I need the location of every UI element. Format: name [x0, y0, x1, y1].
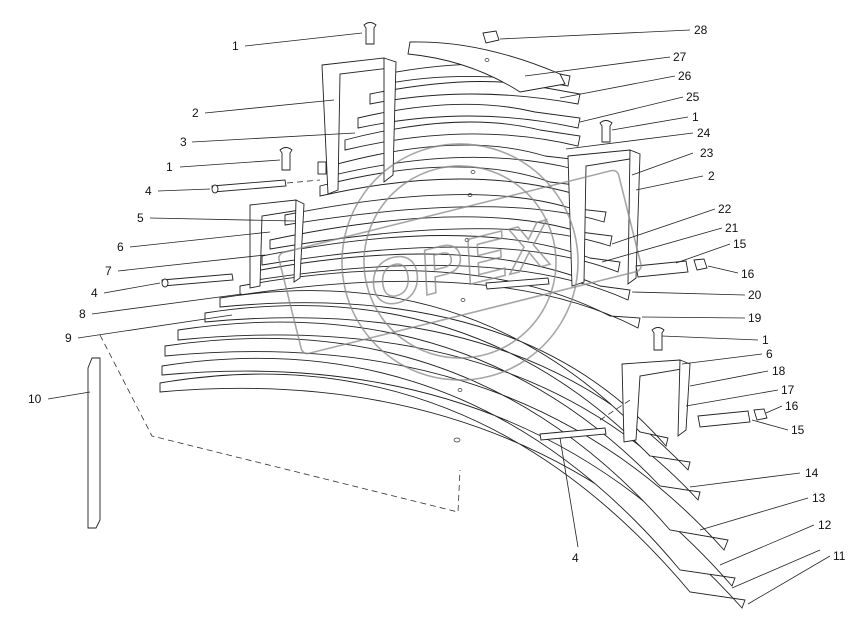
callout-14: 14: [805, 466, 819, 480]
callout-16: 16: [785, 399, 799, 413]
leaf-25: [357, 103, 581, 129]
leaf-11: [159, 373, 746, 609]
rod-10: [87, 357, 101, 529]
callout-8: 8: [79, 307, 86, 321]
callout-6: 6: [766, 347, 773, 361]
nut-16a: [693, 258, 708, 271]
rivets: [279, 22, 665, 351]
clamp-side: [677, 359, 691, 437]
callout-7: 7: [105, 264, 112, 278]
bushing-15a: [635, 260, 689, 278]
hole: [460, 298, 466, 302]
clamp-side: [293, 199, 305, 283]
leaf-22: [269, 216, 613, 250]
hole: [470, 170, 476, 174]
bushings-nuts: [635, 258, 768, 428]
callout-6: 6: [117, 240, 124, 254]
bolt-4b: [161, 273, 234, 287]
callout-16: 16: [741, 267, 755, 281]
callout-15: 15: [733, 237, 747, 251]
bolt-4a-head: [211, 184, 219, 194]
rivet-1a: [363, 22, 377, 45]
callout-9: 9: [65, 331, 72, 345]
callout-2: 2: [708, 169, 715, 183]
bolt-4d: [485, 277, 550, 290]
callout-17: 17: [781, 383, 795, 397]
callout-13: 13: [812, 491, 826, 505]
callout-1: 1: [692, 110, 699, 124]
nut-28: [482, 30, 500, 44]
leaf-stack: [159, 194, 746, 609]
callout-28: 28: [694, 23, 708, 37]
bolts: [161, 179, 607, 441]
leaf-24: [344, 121, 581, 151]
leaf-27: [407, 41, 566, 93]
callout-1: 1: [762, 333, 769, 347]
leader-lines: [47, 29, 831, 605]
callout-4: 4: [572, 551, 579, 565]
callout-2: 2: [192, 106, 199, 120]
rivet-1b: [279, 147, 293, 171]
callout-21: 21: [725, 221, 739, 235]
watermark-gear: [341, 143, 579, 381]
callout-23: 23: [700, 146, 714, 160]
hole: [467, 193, 473, 197]
clamp-left-upper: [317, 57, 397, 195]
callout-4: 4: [145, 184, 152, 198]
callout-labels: 1 2 3 1 4 5 6 7 4 8 9 10 28 27 26 25 1 2…: [28, 23, 846, 565]
hole: [464, 238, 470, 242]
watermark-box: [278, 169, 642, 355]
nut-16b: [753, 408, 768, 421]
hole: [453, 437, 461, 443]
bolt-4a: [211, 179, 287, 193]
hole: [457, 388, 463, 392]
callout-11: 11: [833, 549, 846, 563]
callout-3: 3: [180, 135, 187, 149]
callout-12: 12: [818, 518, 832, 532]
clamp-right-upper: [567, 149, 641, 287]
clamp-side: [627, 149, 641, 285]
leaf-14c: [219, 290, 669, 447]
callout-1: 1: [166, 160, 173, 174]
clamp-bushing: [317, 161, 327, 175]
rivet-1c: [599, 120, 613, 143]
callout-18: 18: [772, 364, 786, 378]
clamp-side: [383, 57, 397, 183]
callout-15: 15: [791, 423, 805, 437]
callout-1: 1: [232, 39, 239, 53]
callout-22: 22: [718, 202, 732, 216]
bolt-4b-head: [161, 278, 169, 288]
watermark-gear-inner: [363, 165, 557, 359]
callout-24: 24: [697, 126, 711, 140]
callout-4: 4: [91, 286, 98, 300]
leaf-20: [249, 253, 631, 301]
callout-27: 27: [673, 50, 687, 64]
leaf-12: [161, 357, 736, 587]
clamp-right-lower: [621, 359, 691, 443]
leaf-upper-a: [319, 166, 585, 197]
bushing-15b: [697, 410, 751, 428]
assembly-path-b: [599, 399, 631, 421]
leaf-21: [261, 235, 621, 273]
bolt-4a-path: [286, 179, 321, 184]
leaf-14b: [204, 305, 691, 471]
clamp-left-middle: [249, 199, 305, 289]
center-holes: [453, 170, 476, 443]
callout-26: 26: [678, 69, 692, 83]
callout-5: 5: [137, 211, 144, 225]
callout-19: 19: [748, 311, 762, 325]
leaf-13: [164, 337, 729, 551]
callout-10: 10: [28, 392, 42, 406]
bolt-hole: [484, 58, 490, 62]
callout-20: 20: [748, 288, 762, 302]
leaf-5: [284, 194, 607, 226]
leaf-19: [239, 270, 641, 329]
bolt-4c: [539, 427, 607, 441]
rivet-1d: [651, 327, 665, 351]
callout-25: 25: [686, 90, 700, 104]
assembly-path: [99, 334, 461, 513]
